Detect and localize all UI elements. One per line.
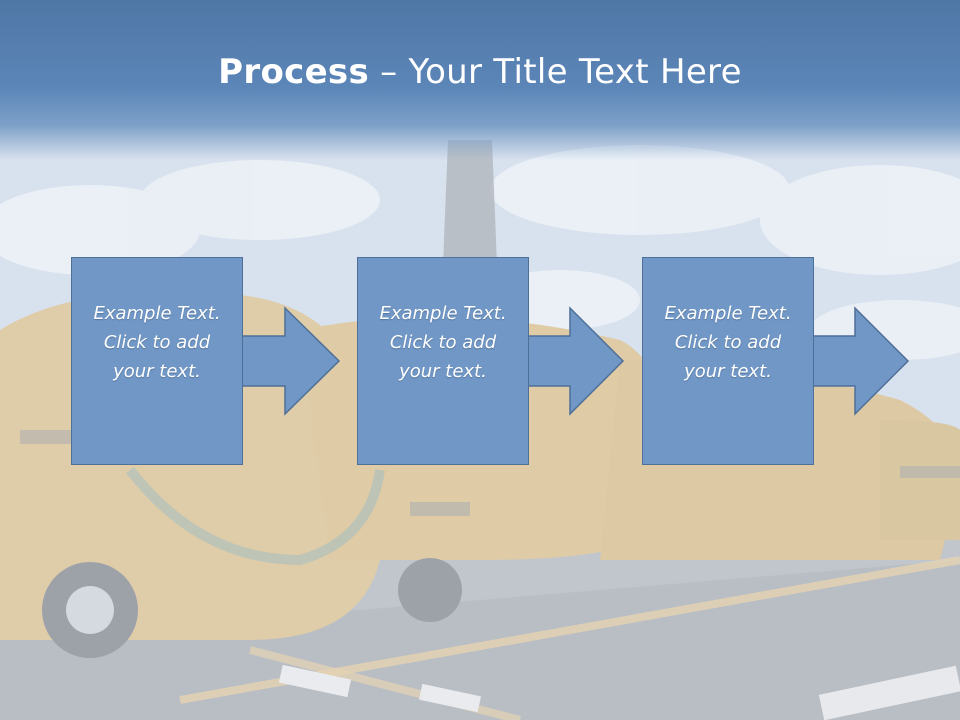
step-text: Example Text. Click to add your text. (93, 302, 221, 382)
step-box[interactable]: Example Text. Click to add your text. (642, 257, 814, 465)
process-step-2[interactable]: Example Text. Click to add your text. (357, 257, 625, 465)
title-rest-part: – Your Title Text Here (369, 52, 742, 92)
step-text: Example Text. Click to add your text. (664, 302, 792, 382)
process-step-3[interactable]: Example Text. Click to add your text. (642, 257, 910, 465)
title-bold-part: Process (218, 52, 370, 92)
step-box[interactable]: Example Text. Click to add your text. (357, 257, 529, 465)
slide-title[interactable]: Process – Your Title Text Here (0, 52, 960, 92)
step-text: Example Text. Click to add your text. (379, 302, 507, 382)
process-step-1[interactable]: Example Text. Click to add your text. (71, 257, 341, 465)
title-band (0, 0, 960, 160)
step-box[interactable]: Example Text. Click to add your text. (71, 257, 243, 465)
